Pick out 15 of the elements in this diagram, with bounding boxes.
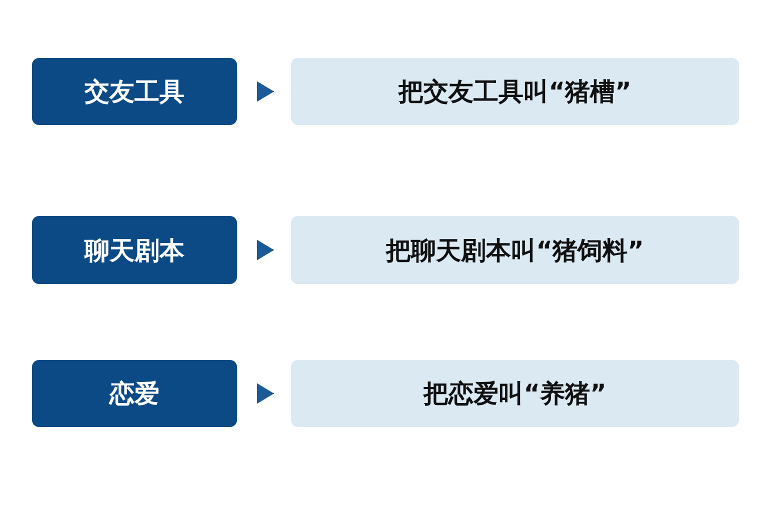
box-label: 聊天剧本 — [84, 234, 184, 266]
box-label: 把交友工具叫“猪槽” — [398, 76, 632, 108]
arrow — [256, 240, 274, 260]
box-label: 把聊天剧本叫“猪饲料” — [386, 234, 644, 266]
arrow — [256, 81, 274, 102]
box-label: 把恋爱叫“养猪” — [424, 378, 606, 410]
box-label: 交友工具 — [84, 76, 184, 108]
category-box — [32, 216, 237, 284]
description-box — [291, 360, 739, 427]
category-box — [32, 58, 237, 125]
category-box — [32, 360, 237, 427]
arrow — [256, 383, 274, 404]
description-box — [291, 58, 739, 125]
box-label: 恋爱 — [110, 378, 160, 410]
description-box — [291, 216, 739, 284]
